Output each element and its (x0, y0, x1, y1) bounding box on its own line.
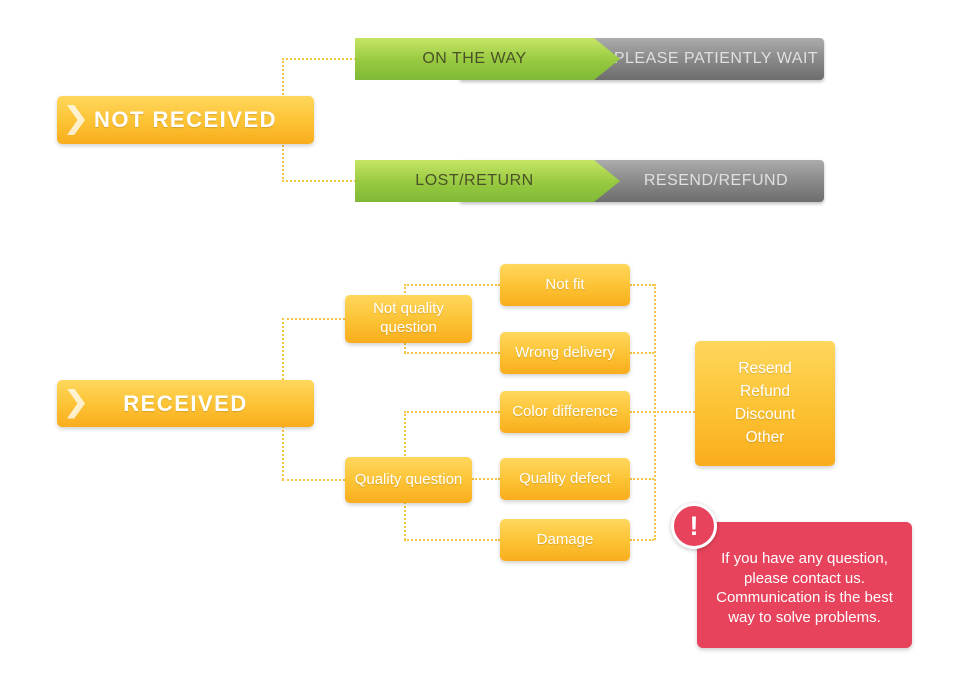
connector-line (630, 284, 654, 286)
category-not-quality-question: Not quality question (345, 295, 472, 343)
connector-line (282, 180, 356, 182)
connector-line (282, 479, 345, 481)
notice-line: Communication is the best (716, 589, 893, 606)
connector-line (404, 411, 500, 413)
issue-wrong-delivery: Wrong delivery (500, 332, 630, 374)
connector-line (630, 352, 654, 354)
received-banner: RECEIVED (57, 380, 314, 427)
action-label-resend-refund: RESEND/REFUND (643, 172, 789, 189)
category-quality-question: Quality question (345, 457, 472, 503)
connector-line (404, 352, 500, 354)
exclamation-icon: ! (671, 503, 717, 549)
action-label-please-wait: PLEASE PATIENTLY WAIT (613, 50, 819, 67)
outcomes-box: Resend Refund Discount Other (695, 341, 835, 466)
connector-line (282, 318, 345, 320)
issue-color-difference: Color difference (500, 391, 630, 433)
connector-line (404, 539, 500, 541)
connector-line (630, 411, 695, 413)
received-label: RECEIVED (123, 390, 248, 416)
notice-line: please contact us. (744, 569, 865, 587)
connector-line (630, 478, 654, 480)
outcome-other: Other (745, 429, 785, 446)
connector-line (404, 284, 500, 286)
connector-line (630, 539, 654, 541)
outcome-resend: Resend (738, 360, 792, 377)
issue-damage: Damage (500, 519, 630, 561)
connector-line (472, 478, 500, 480)
outcome-discount: Discount (734, 406, 796, 423)
outcome-refund: Refund (740, 383, 790, 400)
issue-not-fit: Not fit (500, 264, 630, 306)
not-received-label: NOT RECEIVED (93, 107, 278, 132)
connector-line (282, 58, 356, 60)
issue-quality-defect: Quality defect (500, 458, 630, 500)
chevron-right-icon (67, 105, 85, 135)
chevron-right-icon (67, 388, 85, 419)
condition-arrow-on-the-way: ON THE WAY (355, 38, 620, 80)
notice-line: If you have any question, (721, 550, 888, 567)
contact-notice-box: If you have any question, please contact… (697, 522, 912, 648)
not-received-banner: NOT RECEIVED (57, 96, 314, 144)
notice-line: way to solve problems. (728, 608, 881, 626)
condition-arrow-lost-return: LOST/RETURN (355, 160, 620, 202)
